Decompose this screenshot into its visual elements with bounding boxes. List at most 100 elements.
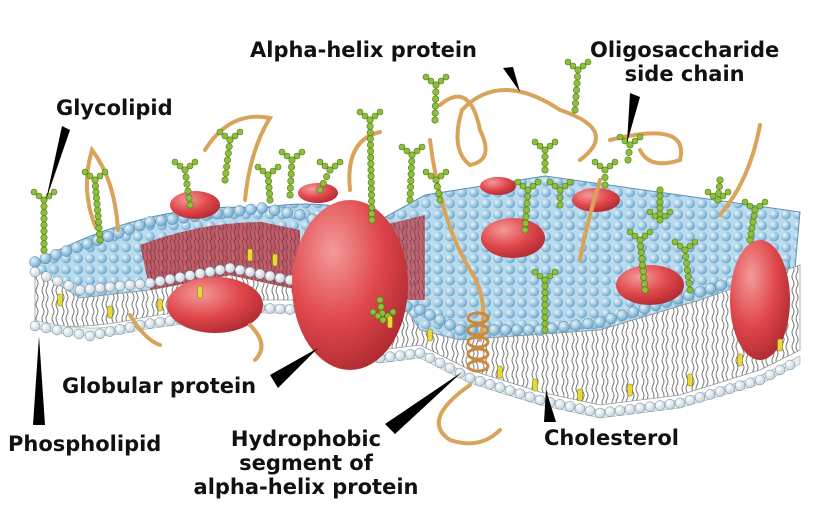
phospholipid-head [424, 309, 436, 321]
sugar-bead [531, 138, 539, 146]
cholesterol-molecules [57, 248, 783, 402]
sugar-bead [572, 93, 580, 101]
phospholipid-head [584, 405, 596, 417]
sugar-bead [574, 66, 582, 74]
sugar-bead [407, 164, 415, 172]
cholesterol-mark [497, 365, 503, 379]
pointer-glycolipid [46, 126, 70, 200]
sugar-bead [431, 102, 439, 110]
sugar-bead [638, 261, 646, 269]
sugar-bead [40, 234, 48, 242]
phospholipid-head [166, 213, 179, 225]
phospholipid-head [144, 318, 156, 329]
phospholipid-head [627, 306, 640, 318]
phospholipid-head [222, 206, 235, 218]
sugar-bead [316, 158, 324, 166]
sugar-bead [40, 227, 48, 235]
phospholipid-head [264, 303, 276, 314]
sugar-bead [361, 112, 369, 120]
sugar-bead [584, 58, 592, 66]
phospholipid-head [60, 245, 73, 257]
phospholipid-head [784, 359, 796, 371]
cholesterol-mark [737, 353, 743, 367]
phospholipid-head [484, 379, 496, 390]
sugar-bead [656, 204, 664, 212]
phospholipid-head [74, 284, 86, 296]
sugar-bead [269, 167, 277, 175]
sugar-bead [432, 81, 440, 89]
label-glycolipid: Glycolipid [56, 96, 173, 120]
phospholipid-head [234, 264, 246, 276]
sugar-bead [556, 194, 564, 202]
sugar-bead [747, 230, 755, 238]
phospholipid-head [184, 270, 196, 281]
sugar-bead [40, 202, 48, 210]
phospholipid-head [281, 206, 294, 219]
sugar-bead [611, 158, 619, 166]
sugar-bead [40, 221, 48, 229]
label-hydrophobic-line2: segment of [239, 451, 373, 475]
sugar-bead [407, 170, 415, 178]
sugar-bead [596, 162, 604, 170]
sugar-bead [433, 183, 441, 191]
sugar-bead [566, 178, 574, 186]
sugar-bead [286, 191, 294, 199]
phospholipid-head [104, 281, 116, 293]
pointer-phospholipid [33, 336, 45, 425]
phospholipid-head [81, 238, 94, 250]
phospholipid-head [40, 322, 52, 334]
sugar-bead [646, 228, 654, 236]
phospholipid-head [654, 400, 666, 411]
sugar-bead [298, 148, 306, 156]
sugar-bead [30, 188, 38, 196]
sugar-bead [704, 188, 712, 196]
sugar-bead [691, 238, 699, 246]
sugar-bead [656, 216, 664, 224]
phospholipid-head [214, 264, 226, 276]
sugar-bead [656, 186, 664, 194]
phospholipid-head [114, 280, 126, 292]
sugar-bead [331, 162, 339, 170]
sugar-bead [422, 73, 430, 81]
sugar-bead [541, 295, 549, 303]
globular-protein-top-left [170, 191, 220, 219]
sugar-bead [685, 279, 693, 287]
phospholipid-head [50, 248, 62, 261]
sugar-bead [521, 226, 529, 234]
cholesterol-mark [777, 338, 783, 352]
cholesterol-mark [272, 253, 278, 267]
phospholipid-head [414, 347, 426, 359]
cholesterol-mark [532, 378, 538, 392]
sugar-bead [94, 212, 102, 220]
sugar-bead [336, 158, 344, 166]
sugar-bead [541, 326, 549, 334]
phospholipid-head [434, 357, 446, 369]
cholesterol-mark [427, 328, 433, 342]
sugar-bead [264, 171, 272, 179]
sugar-bead [646, 208, 654, 216]
phospholipid-head [62, 326, 74, 338]
sugar-bead [601, 166, 609, 174]
sugar-bead [591, 158, 599, 166]
phospholipid-head [264, 270, 276, 282]
sugar-bead [366, 141, 374, 149]
sugar-bead [724, 188, 732, 196]
sugar-bead [551, 138, 559, 146]
sugar-bead [422, 168, 430, 176]
sugar-bead [367, 172, 375, 180]
sugar-bead [366, 116, 374, 124]
sugar-bead [541, 301, 549, 309]
phospholipid-head [464, 372, 476, 384]
sugar-bead [641, 232, 649, 240]
phospholipid-head [522, 324, 535, 336]
sugar-bead [407, 183, 415, 191]
sugar-bead [389, 308, 397, 316]
phospholipid-head [124, 321, 136, 333]
phospholipid-head [684, 394, 696, 406]
phospholipid-head [704, 389, 716, 400]
phospholipid-head [744, 377, 756, 389]
sugar-bead [366, 129, 374, 137]
phospholipid-head [714, 386, 726, 397]
cholesterol-mark [387, 315, 393, 329]
sugar-bead [96, 172, 104, 180]
